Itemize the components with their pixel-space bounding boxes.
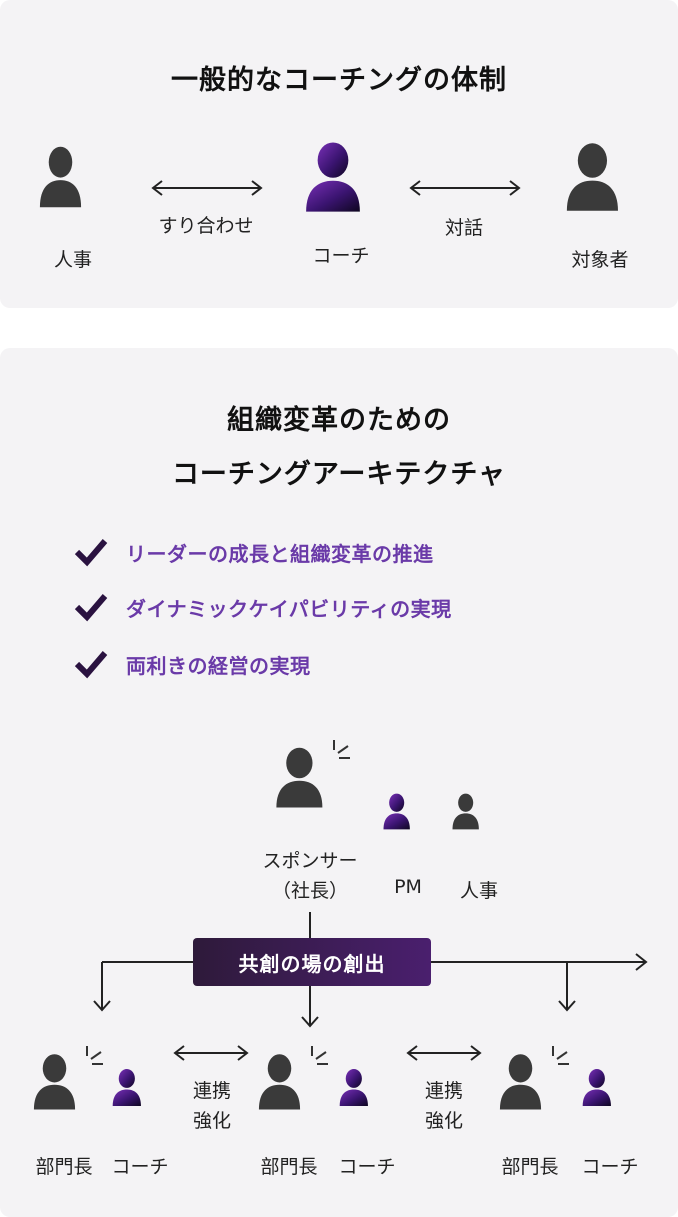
sponsor-label: スポンサー	[262, 850, 358, 872]
division-head-label: 部門長	[260, 1156, 318, 1178]
checkmark-icon	[74, 594, 108, 622]
double-arrow-icon	[173, 1045, 249, 1061]
checkmark-icon	[74, 539, 108, 567]
collab-sublabel: 強化	[192, 1110, 232, 1132]
alignment-label: すり合わせ	[158, 215, 254, 237]
check-text: 両利きの経営の実現	[126, 653, 311, 678]
coach-label: コーチ	[338, 1156, 396, 1178]
coach-label: コーチ	[312, 245, 370, 267]
check-item: 両利きの経営の実現	[74, 649, 311, 679]
collab-sublabel: 強化	[424, 1110, 464, 1132]
double-arrow-right-icon	[409, 180, 521, 196]
checkmark-icon	[74, 651, 108, 679]
target-label: 対象者	[571, 249, 629, 271]
speaking-lines-icon	[311, 1046, 328, 1065]
coach-person-icon	[110, 1064, 168, 1132]
speaking-lines-icon	[86, 1046, 103, 1065]
collab-label: 連携	[424, 1080, 464, 1102]
coach-person-icon	[337, 1064, 395, 1132]
collab-label: 連携	[192, 1080, 232, 1102]
double-arrow-icon	[406, 1045, 482, 1061]
architecture-title-line1: 組織変革のための	[227, 405, 451, 436]
hr-label: 人事	[459, 880, 499, 902]
coach-person-icon	[580, 1064, 638, 1132]
pm-label: PM	[394, 876, 422, 898]
double-arrow-left-icon	[151, 180, 263, 196]
architecture-title-line2: コーチングアーキテクチャ	[171, 459, 507, 490]
co-creation-banner: 共創の場の創出	[193, 938, 431, 986]
division-head-label: 部門長	[501, 1156, 559, 1178]
check-text: リーダーの成長と組織変革の推進	[126, 541, 434, 566]
dialogue-label: 対話	[444, 217, 484, 239]
speaking-lines-icon	[552, 1046, 569, 1065]
general-title: 一般的なコーチングの体制	[171, 65, 507, 96]
sponsor-sublabel: （社長）	[271, 880, 349, 902]
architecture-panel	[0, 348, 678, 1217]
hr-label: 人事	[53, 249, 93, 271]
coach-label: コーチ	[111, 1156, 169, 1178]
speaking-lines-icon	[333, 740, 350, 759]
division-head-label: 部門長	[35, 1156, 93, 1178]
check-text: ダイナミックケイパビリティの実現	[126, 596, 452, 621]
check-item: ダイナミックケイパビリティの実現	[74, 592, 452, 622]
coach-label: コーチ	[581, 1156, 639, 1178]
check-item: リーダーの成長と組織変革の推進	[74, 537, 434, 567]
